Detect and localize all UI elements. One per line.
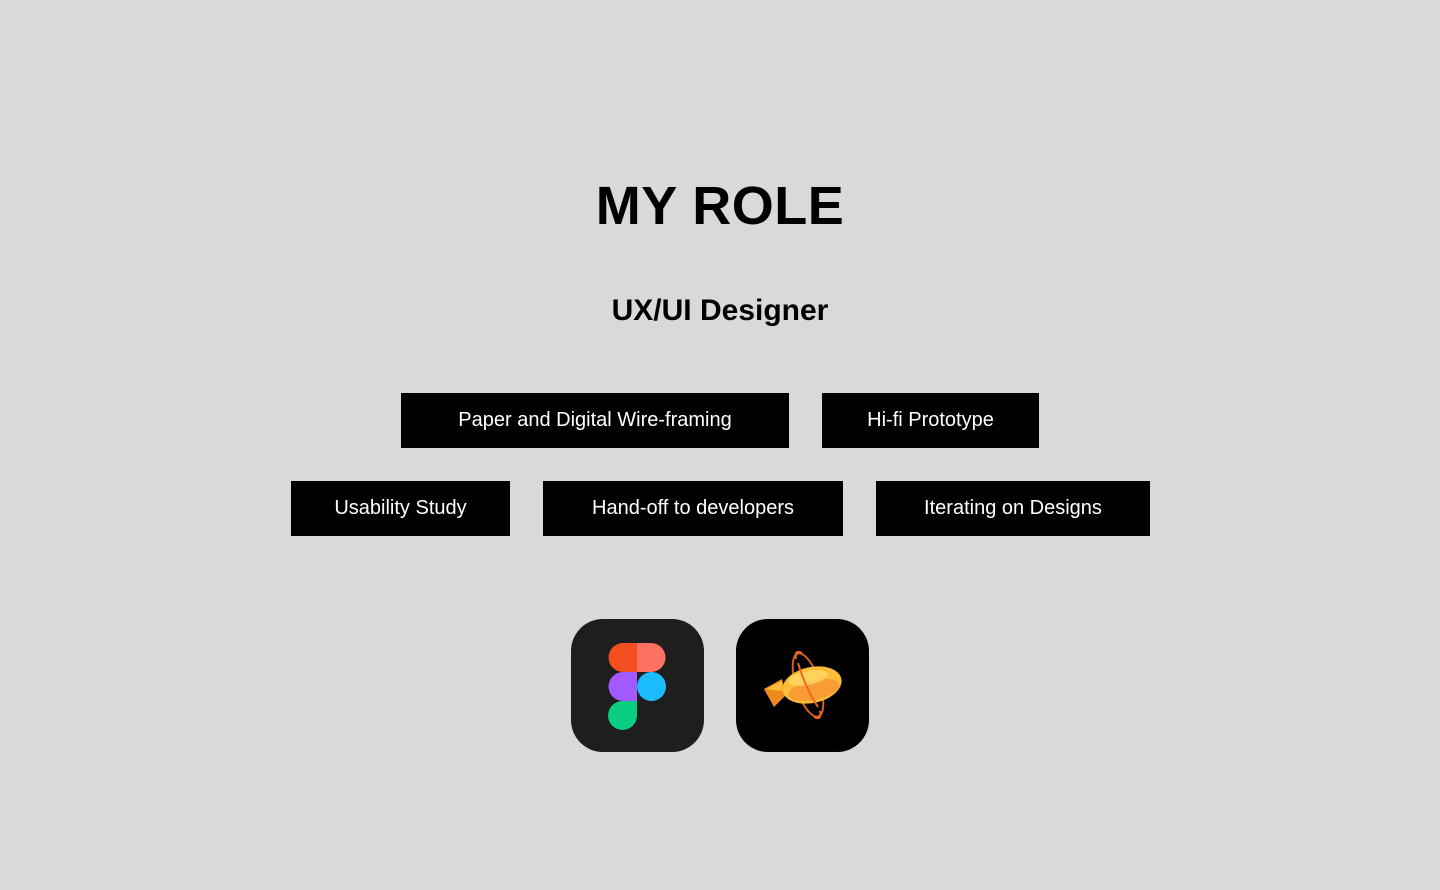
skill-tag-hifi-prototype: Hi-fi Prototype xyxy=(822,393,1039,448)
skill-tag-wireframing: Paper and Digital Wire-framing xyxy=(401,393,789,448)
role-subtitle: UX/UI Designer xyxy=(611,293,829,327)
figma-app-tile xyxy=(571,619,704,752)
skill-tag-handoff: Hand-off to developers xyxy=(543,481,843,536)
skill-tag-iterating: Iterating on Designs xyxy=(876,481,1150,536)
page-title: MY ROLE xyxy=(595,176,845,237)
zeplin-icon xyxy=(764,650,842,720)
figma-icon xyxy=(608,643,666,730)
skill-tag-usability-study: Usability Study xyxy=(291,481,510,536)
zeplin-app-tile xyxy=(736,619,869,752)
